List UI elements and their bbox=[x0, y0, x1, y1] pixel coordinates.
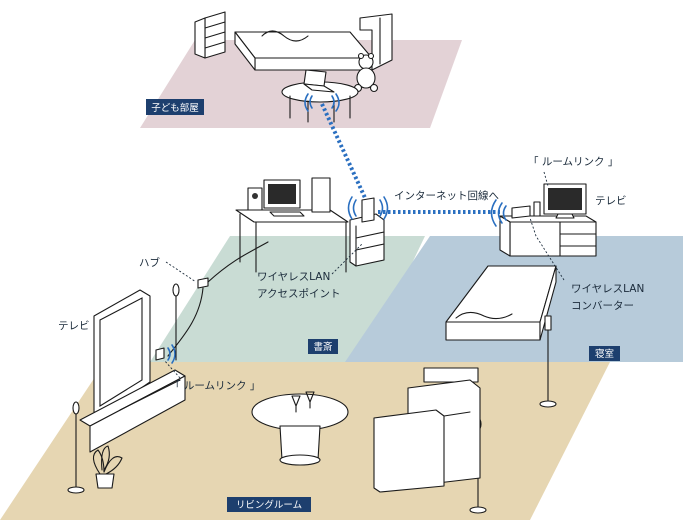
converter-label-line2: コンバーター bbox=[571, 300, 634, 312]
study-floor bbox=[150, 236, 425, 362]
kids-room-label: 子ども部屋 bbox=[151, 102, 199, 114]
tv-living-label: テレビ bbox=[58, 320, 90, 332]
desk-computer-icon bbox=[235, 177, 349, 273]
bedroom-label: 寝室 bbox=[595, 348, 614, 360]
tv-bedroom-label: テレビ bbox=[595, 195, 627, 207]
hub-label: ハブ bbox=[139, 256, 160, 269]
room-link-bedroom-label: 「 ルームリンク 」 bbox=[528, 156, 618, 168]
plant-icon bbox=[92, 445, 123, 489]
tv-stand-icon bbox=[499, 215, 597, 257]
study-tag bbox=[308, 339, 338, 354]
internet-line-label: インターネット回線へ bbox=[394, 189, 499, 202]
access-point-icon bbox=[347, 196, 389, 267]
room-link-device-icon bbox=[155, 344, 176, 364]
kids-dresser-icon bbox=[194, 11, 226, 59]
laptop-icon bbox=[303, 69, 335, 93]
living-room-tag bbox=[227, 497, 311, 512]
bed-icon bbox=[234, 13, 393, 71]
wireless-wave-icon bbox=[304, 93, 340, 112]
bedroom-speaker-icon bbox=[539, 315, 557, 408]
bedroom-tag bbox=[589, 346, 620, 361]
hub-icon bbox=[167, 241, 269, 357]
sofa-icon bbox=[373, 367, 481, 493]
tv-icon bbox=[93, 289, 151, 417]
access-point-label-line1: ワイヤレスLAN bbox=[257, 271, 330, 283]
kids-room-tag bbox=[146, 99, 204, 115]
tv-icon bbox=[543, 183, 587, 219]
bedroom-bed-icon bbox=[445, 265, 557, 341]
living-room-label: リビングルーム bbox=[236, 499, 302, 511]
study-label: 書斎 bbox=[313, 341, 333, 353]
kids-table-icon bbox=[281, 81, 359, 123]
coffee-table-icon bbox=[251, 391, 349, 466]
converter-label-line1: ワイヤレスLAN bbox=[571, 283, 644, 295]
room-link-living-label: 「 ルームリンク 」 bbox=[170, 380, 260, 392]
tv-board-icon bbox=[79, 369, 186, 453]
converter-icon bbox=[490, 199, 541, 227]
access-point-label-line2: アクセスポイント bbox=[257, 288, 340, 300]
